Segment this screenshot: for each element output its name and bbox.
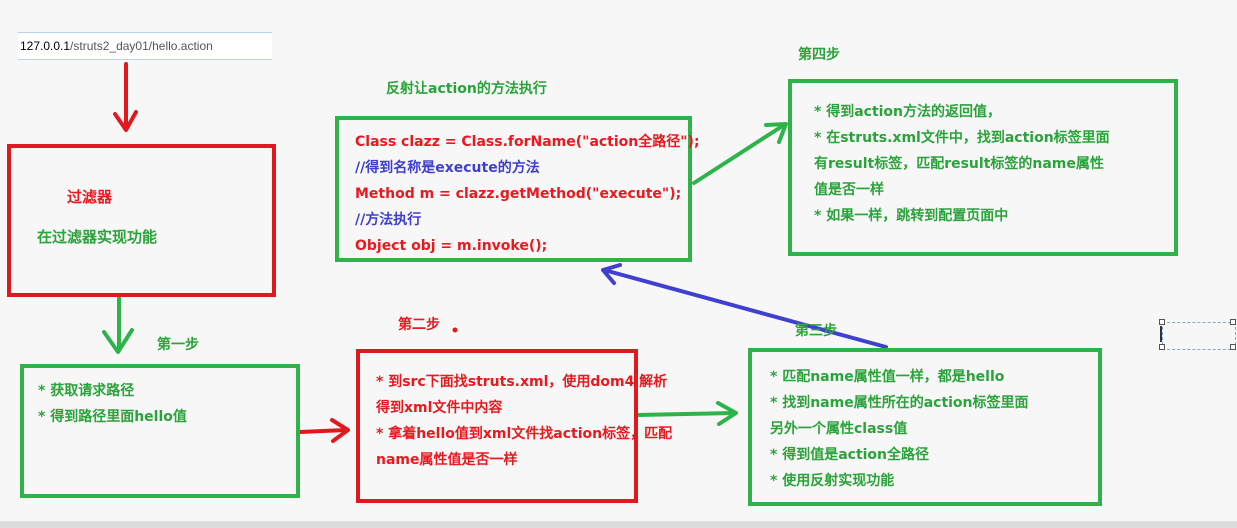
resize-handle[interactable] [1230,319,1236,325]
reflection-code: Class clazz = Class.forName("action全路径")… [355,129,700,259]
code-line-5: Object obj = m.invoke(); [355,238,548,254]
step4-line-5: * 如果一样，跳转到配置页面中 [814,208,1009,224]
code-line-2: //得到名称是execute的方法 [355,160,540,176]
step4-line-1: * 得到action方法的返回值， [814,104,1002,120]
step1-text: * 获取请求路径 * 得到路径里面hello值 [38,378,187,430]
bottom-scrollbar[interactable] [0,521,1237,528]
step2-line-3: * 拿着hello值到xml文件找action标签，匹配 [376,426,673,442]
step3-line-5: * 使用反射实现功能 [770,473,895,489]
step4-line-2: * 在struts.xml文件中，找到action标签里面 [814,130,1110,146]
step3-text: * 匹配name属性值一样，都是hello * 找到name属性所在的actio… [770,364,1029,494]
step2-box: * 到src下面找struts.xml，使用dom4j解析 得到xml文件中内容… [356,349,672,503]
resize-handle[interactable] [1159,319,1165,325]
step2-line-2: 得到xml文件中内容 [376,400,503,416]
step2-text: * 到src下面找struts.xml，使用dom4j解析 得到xml文件中内容… [376,369,672,473]
step3-line-3: 另外一个属性class值 [770,421,908,437]
step3-label: 第三步 [795,323,837,339]
resize-handle[interactable] [1230,344,1236,350]
step4-box: * 得到action方法的返回值， * 在struts.xml文件中，找到act… [788,79,1178,256]
filter-box: 过滤器 在过滤器实现功能 [7,144,276,297]
step4-label: 第四步 [798,47,840,63]
selection-box[interactable] [1162,322,1236,350]
step1-box: * 获取请求路径 * 得到路径里面hello值 [20,364,300,498]
arrow-step3-to-reflection [601,263,888,349]
reflection-box: Class clazz = Class.forName("action全路径")… [335,116,700,262]
arrow-url-to-filter [113,62,138,132]
text-cursor-icon [1160,326,1166,342]
step1-line-1: * 获取请求路径 [38,383,135,399]
filter-title: 过滤器 [67,188,113,206]
step1-label: 第一步 [157,337,199,353]
filter-subtitle: 在过滤器实现功能 [37,228,158,246]
code-line-1: Class clazz = Class.forName("action全路径")… [355,134,700,150]
step2-line-1: * 到src下面找struts.xml，使用dom4j解析 [376,374,668,390]
step4-line-3: 有result标签，匹配result标签的name属性 [814,156,1104,172]
url-path: /struts2_day01/hello.action [70,39,213,53]
step1-line-2: * 得到路径里面hello值 [38,409,187,425]
marker-dot [452,327,458,333]
arrow-step2-to-step3 [636,401,738,426]
code-line-3: Method m = clazz.getMethod("execute"); [355,186,682,202]
arrow-reflection-to-step4 [692,122,788,185]
code-line-4: //方法执行 [355,212,422,228]
step3-line-1: * 匹配name属性值一样，都是hello [770,369,1005,385]
step2-line-4: name属性值是否一样 [376,452,518,468]
step2-label: 第二步 [398,317,440,333]
step3-line-2: * 找到name属性所在的action标签里面 [770,395,1029,411]
step3-box: * 匹配name属性值一样，都是hello * 找到name属性所在的actio… [748,348,1102,506]
arrow-step1-to-step2 [298,418,350,443]
step3-line-4: * 得到值是action全路径 [770,447,930,463]
step4-line-4: 值是否一样 [814,182,884,198]
step4-text: * 得到action方法的返回值， * 在struts.xml文件中，找到act… [814,99,1110,229]
url-bar[interactable]: 127.0.0.1/struts2_day01/hello.action [18,32,272,60]
url-host: 127.0.0.1 [20,39,71,53]
reflection-title: 反射让action的方法执行 [386,81,547,97]
resize-handle[interactable] [1159,344,1165,350]
arrow-filter-to-step1 [102,296,134,354]
